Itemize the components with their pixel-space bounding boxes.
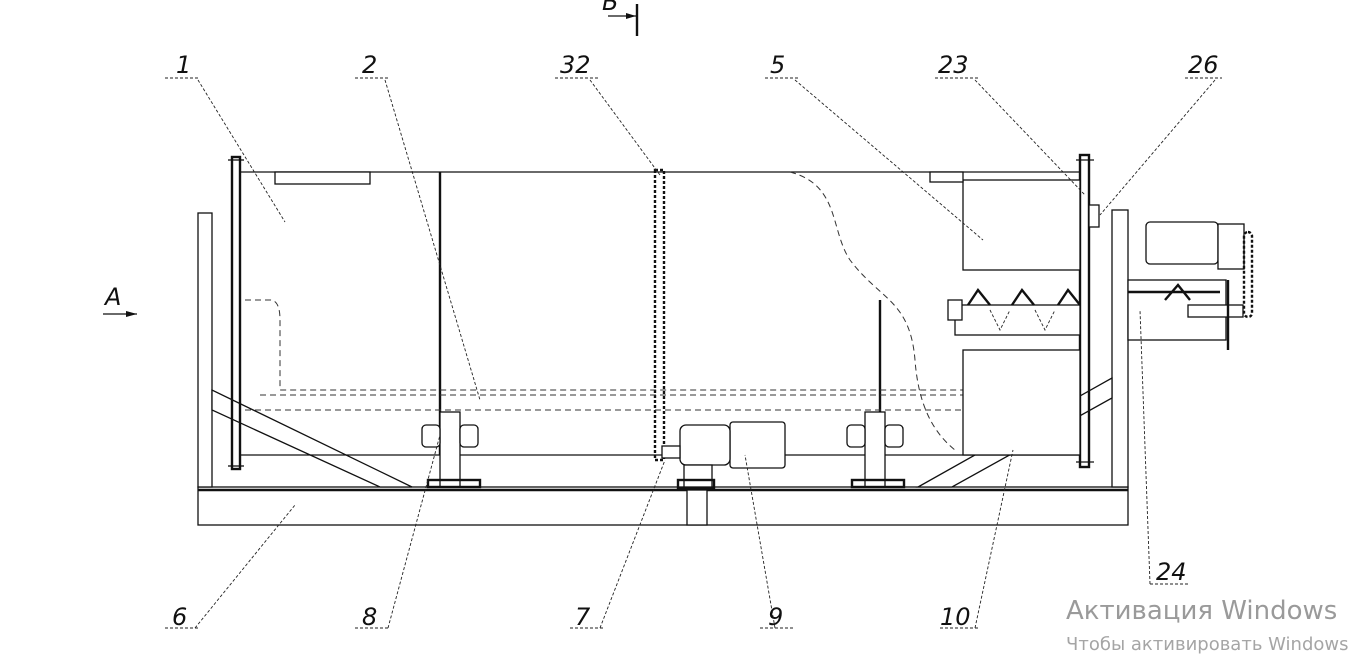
callout-10: 10 (940, 603, 971, 631)
view-arrow-label: А (103, 283, 121, 311)
drive-motor (661, 421, 786, 526)
callout-23: 23 (938, 51, 969, 79)
activation-watermark-subtitle: Чтобы активировать Windows (1066, 634, 1349, 655)
section-marker-label: Б (602, 0, 618, 16)
callouts-top: 1 2 32 5 23 26 (176, 51, 1219, 79)
callout-5: 5 (770, 51, 785, 79)
callout-6: 6 (172, 603, 187, 631)
section-marker: Б (602, 0, 639, 36)
callout-26: 26 (1188, 51, 1219, 79)
callout-7: 7 (575, 603, 591, 631)
view-arrow: А (103, 283, 137, 317)
callout-24: 24 (1156, 558, 1187, 586)
activation-watermark-title: Активация Windows (1066, 596, 1338, 626)
callouts-bottom: 6 8 7 9 10 24 (172, 558, 1187, 631)
callout-1: 1 (176, 51, 191, 79)
roller-left (421, 411, 482, 489)
callout-32: 32 (560, 51, 591, 79)
callout-2: 2 (362, 51, 377, 79)
roller-right (846, 411, 906, 489)
auger (947, 204, 1100, 336)
drum (228, 153, 1094, 471)
leader-lines (165, 77, 1222, 629)
hopper (929, 171, 1081, 456)
callout-9: 9 (768, 603, 783, 631)
callout-8: 8 (362, 603, 377, 631)
right-drive (1127, 221, 1254, 350)
